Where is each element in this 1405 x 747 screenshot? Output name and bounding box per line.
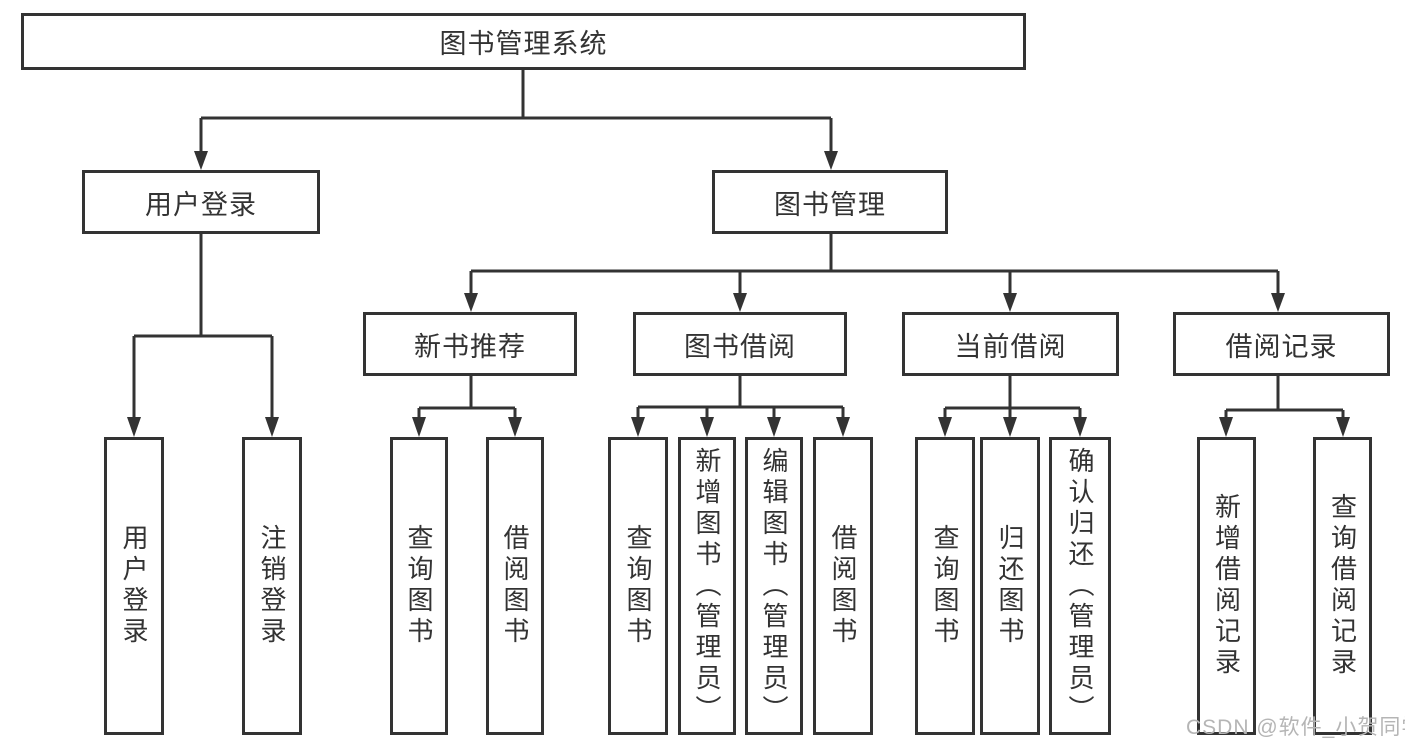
connector-root (199, 70, 833, 152)
arrowhead (700, 417, 714, 437)
arrowhead (127, 417, 141, 437)
node-book-management: 图书管理 (712, 170, 948, 234)
arrowhead (508, 417, 522, 437)
leaf-return-books: 归还图书 (980, 437, 1040, 735)
leaf-label: 归还图书 (995, 524, 1025, 648)
node-borrow-records: 借阅记录 (1173, 312, 1390, 376)
node-new-book-recommend: 新书推荐 (363, 312, 577, 376)
leaf-borrow-books: 借阅图书 (486, 437, 544, 735)
leaf-add-borrow-record: 新增借阅记录 (1197, 437, 1256, 735)
arrowhead (194, 151, 208, 170)
leaf-label: 新增图书（管理员） (692, 446, 722, 726)
connector-borrow-records (1224, 376, 1345, 418)
node-label: 当前借阅 (954, 331, 1067, 362)
leaf-borrow-books: 借阅图书 (813, 437, 873, 735)
arrowhead (1271, 293, 1285, 312)
arrowhead (824, 151, 838, 170)
leaf-label: 确认归还（管理员） (1065, 446, 1095, 726)
leaf-label: 编辑图书（管理员） (759, 446, 789, 726)
arrowhead (733, 293, 747, 312)
arrowhead (767, 417, 781, 437)
arrowhead (412, 417, 426, 437)
arrowhead (1003, 293, 1017, 312)
leaf-label: 查询图书 (930, 524, 960, 648)
connector-user-login (132, 234, 274, 418)
node-label: 借阅记录 (1225, 331, 1338, 362)
arrowhead (1073, 417, 1087, 437)
leaf-confirm-return-admin: 确认归还（管理员） (1049, 437, 1111, 735)
node-label: 图书管理系统 (439, 29, 608, 59)
leaf-label: 借阅图书 (828, 524, 858, 648)
csdn-watermark: CSDN @软件_小贺同学 (1186, 716, 1405, 739)
leaf-label: 查询借阅记录 (1327, 493, 1358, 679)
node-library-management-system: 图书管理系统 (21, 13, 1026, 70)
arrowhead (1336, 417, 1350, 437)
leaf-label: 注销登录 (257, 524, 287, 648)
node-current-borrow: 当前借阅 (902, 312, 1119, 376)
arrowhead (265, 417, 279, 437)
node-label: 图书借阅 (684, 331, 796, 362)
leaf-label: 查询图书 (404, 524, 434, 648)
node-label: 用户登录 (145, 189, 257, 220)
leaf-logout: 注销登录 (242, 437, 302, 735)
leaf-query-borrow-record: 查询借阅记录 (1313, 437, 1372, 735)
node-label: 新书推荐 (414, 331, 526, 362)
arrowhead (1003, 417, 1017, 437)
arrowhead (836, 417, 850, 437)
leaf-query-books: 查询图书 (390, 437, 448, 735)
leaf-query-books: 查询图书 (608, 437, 668, 735)
leaf-label: 借阅图书 (500, 524, 530, 648)
leaf-query-books: 查询图书 (915, 437, 975, 735)
node-user-login: 用户登录 (82, 170, 320, 234)
connector-current-borrow (943, 376, 1082, 418)
arrowhead (938, 417, 952, 437)
leaf-label: 用户登录 (119, 524, 149, 648)
leaf-edit-books-admin: 编辑图书（管理员） (745, 437, 803, 735)
arrowhead (1219, 417, 1233, 437)
leaf-label: 新增借阅记录 (1211, 493, 1242, 679)
arrowhead (464, 293, 478, 312)
connector-book-mgmt (469, 234, 1280, 294)
node-book-borrow: 图书借阅 (633, 312, 847, 376)
node-label: 图书管理 (774, 189, 886, 220)
leaf-add-books-admin: 新增图书（管理员） (678, 437, 736, 735)
arrowhead (631, 417, 645, 437)
connector-book-borrow (636, 376, 845, 418)
leaf-label: 查询图书 (623, 524, 653, 648)
leaf-user-login: 用户登录 (104, 437, 164, 735)
connector-new-book (417, 376, 517, 418)
